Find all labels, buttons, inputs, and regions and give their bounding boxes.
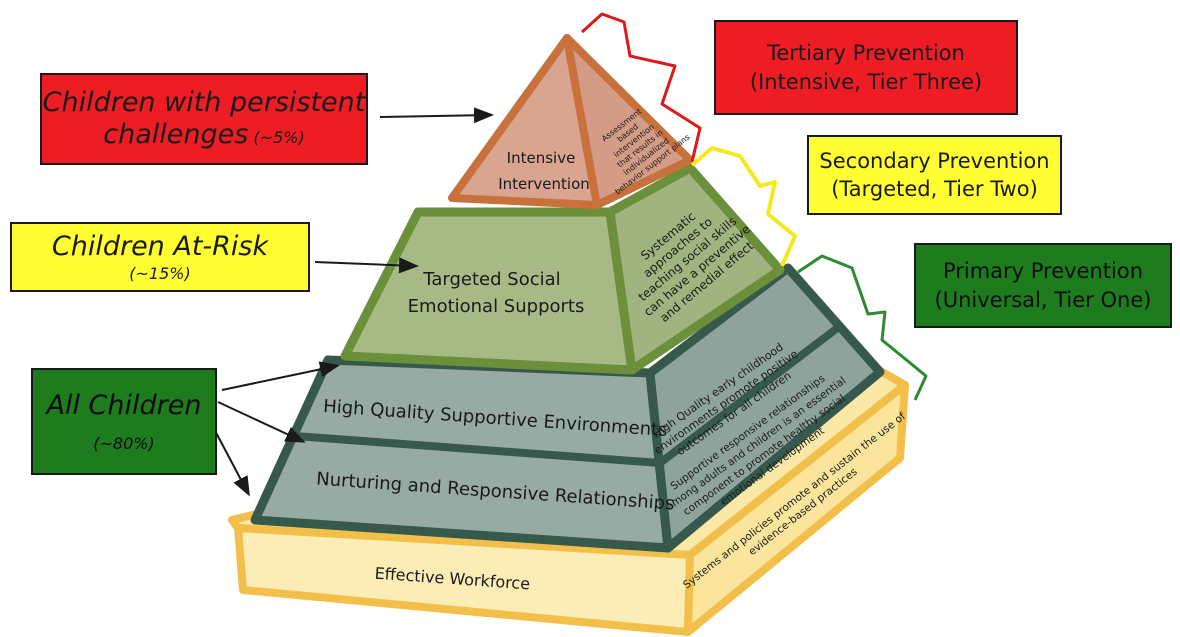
arrow-persistent (379, 107, 494, 124)
top-tier: Intensive Intervention Assessment based … (448, 34, 694, 209)
arrow-all-1 (221, 361, 340, 391)
lower-front (250, 355, 673, 553)
lower-divider-side (657, 322, 843, 467)
primary-bracket (797, 254, 928, 401)
primary-prevention-box: Primary Prevention (Universal, Tier One) (914, 243, 1172, 328)
secondary-prevention-subtitle: (Targeted, Tier Two) (831, 177, 1038, 201)
middle-label-line1: Targeted Social (422, 269, 560, 290)
lower-tier: High Quality Supportive Environments Nur… (250, 263, 885, 553)
arrow-at-risk (314, 257, 419, 274)
tertiary-bracket (580, 12, 702, 163)
top-label-line2: Intervention (498, 175, 590, 193)
base-side (684, 381, 909, 636)
arrow-all-2 (217, 401, 306, 443)
top-label-line1: Intensive (507, 149, 576, 167)
persistent-line1: Children with persistent (42, 86, 366, 118)
at-risk-pct: (~15%) (129, 263, 191, 283)
persistent-pct: (~5%) (253, 128, 305, 147)
persistent-challenges-box: Children with persistent challenges (~5%… (40, 73, 368, 165)
at-risk-label: Children At-Risk (51, 231, 269, 263)
middle-front (340, 207, 637, 375)
tertiary-prevention-title: Tertiary Prevention (767, 41, 965, 66)
all-children-pct: (~80%) (93, 434, 155, 454)
middle-side (605, 163, 785, 375)
persistent-line2-row: challenges (~5%) (103, 119, 304, 151)
primary-prevention-title: Primary Prevention (942, 259, 1144, 284)
persistent-line2: challenges (103, 119, 249, 150)
secondary-prevention-title: Secondary Prevention (819, 148, 1050, 173)
all-children-label: All Children (46, 389, 202, 421)
all-children-box: All Children (~80%) (31, 368, 217, 475)
lower-divider-front (294, 432, 661, 467)
primary-prevention-subtitle: (Universal, Tier One) (934, 287, 1152, 312)
tertiary-prevention-box: Tertiary Prevention (Intensive, Tier Thr… (714, 20, 1018, 115)
secondary-prevention-box: Secondary Prevention (Targeted, Tier Two… (807, 135, 1062, 215)
secondary-bracket (690, 146, 797, 267)
arrow-all-3 (211, 424, 250, 497)
tertiary-prevention-subtitle: (Intensive, Tier Three) (749, 69, 983, 94)
middle-label-line2: Emotional Supports (408, 296, 585, 317)
middle-tier: Targeted Social Emotional Supports Syste… (340, 163, 785, 375)
top-side (563, 34, 694, 209)
at-risk-box: Children At-Risk (~15%) (10, 222, 310, 292)
